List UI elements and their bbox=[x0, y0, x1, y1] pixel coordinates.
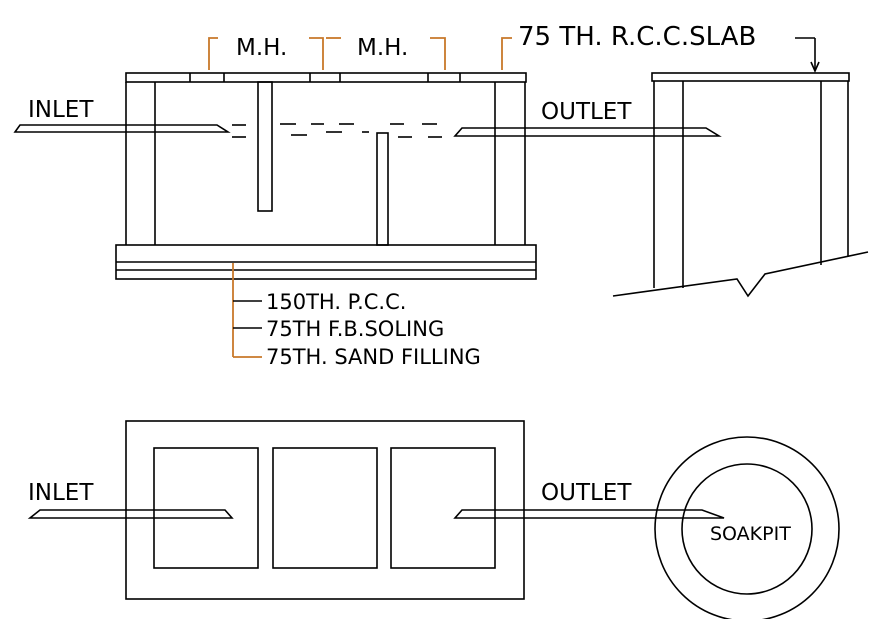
baffle-wall-2 bbox=[376, 132, 389, 246]
mh-leader-2 bbox=[309, 37, 324, 70]
soakpit-inner-circle bbox=[681, 463, 813, 595]
slab-label: 75 TH. R.C.C.SLAB bbox=[518, 22, 756, 52]
chamber-1 bbox=[153, 447, 259, 569]
soakpit-label: SOAKPIT bbox=[710, 523, 791, 545]
soakpit-slab bbox=[651, 72, 850, 82]
baffle-wall-1 bbox=[257, 81, 273, 212]
plan-inlet-pipe bbox=[27, 509, 234, 519]
section-view: INLET OUTLET M.H. M.H. 75 TH. R.C.C.SLAB… bbox=[13, 22, 756, 369]
pcc-label: 150TH. P.C.C. bbox=[266, 290, 406, 314]
manhole-label-1: M.H. bbox=[236, 35, 287, 61]
chamber-2 bbox=[272, 447, 378, 569]
chamber-3 bbox=[390, 447, 496, 569]
manhole-label-2: M.H. bbox=[357, 35, 408, 61]
outlet-pipe bbox=[453, 127, 722, 137]
top-slab bbox=[125, 72, 527, 83]
plan-outlet-pipe bbox=[453, 509, 725, 519]
inlet-pipe bbox=[13, 124, 231, 133]
plan-view: INLET OUTLET SOAKPIT bbox=[27, 420, 840, 619]
ground-line bbox=[612, 251, 869, 298]
slab-leader bbox=[501, 37, 512, 70]
mh-leader-1 bbox=[208, 37, 218, 70]
plan-outlet-label: OUTLET bbox=[541, 480, 632, 506]
soakpit-section bbox=[612, 37, 869, 298]
section-outlet-label: OUTLET bbox=[541, 99, 632, 125]
soling-label: 75TH F.B.SOLING bbox=[266, 317, 444, 341]
mh-leader-4 bbox=[430, 37, 446, 70]
slab-arrow-head bbox=[810, 61, 820, 73]
sand-label: 75TH. SAND FILLING bbox=[266, 345, 481, 369]
water-level-line bbox=[232, 123, 442, 138]
soakpit-outer-circle bbox=[654, 436, 840, 619]
section-inlet-label: INLET bbox=[28, 97, 94, 123]
plan-inlet-label: INLET bbox=[28, 480, 94, 506]
